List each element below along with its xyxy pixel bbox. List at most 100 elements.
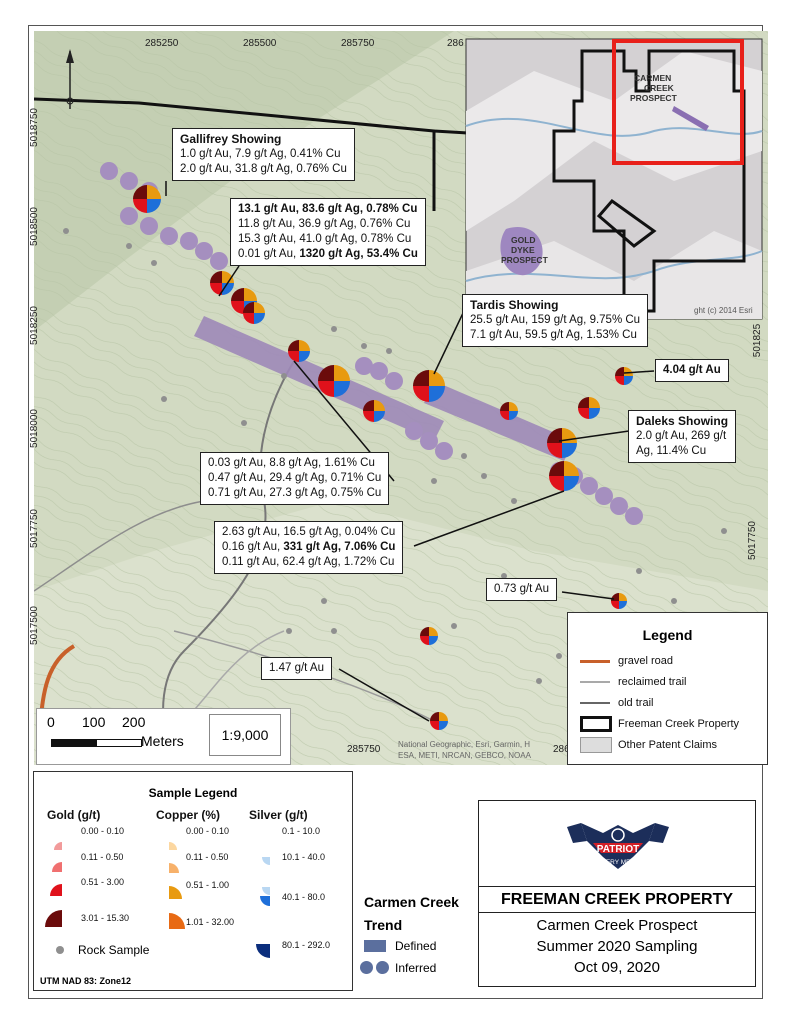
coord-bottom-2: 286 <box>553 744 570 755</box>
copper-range: 0.11 - 0.50 <box>186 852 229 862</box>
sample-wedge <box>374 400 385 411</box>
property-title: FREEMAN CREEK PROPERTY <box>479 886 755 913</box>
sample-wedge <box>254 313 265 324</box>
callout-line: 15.3 g/t Au, 41.0 g/t Ag, 0.78% Cu <box>238 233 412 245</box>
mid-callout: 13.1 g/t Au, 83.6 g/t Ag, 0.78% Cu 11.8 … <box>230 198 426 266</box>
inset-map: CARMEN CREEK PROSPECT GOLD DYKE PROSPECT… <box>465 38 763 320</box>
silver-range: 10.1 - 40.0 <box>282 852 326 862</box>
legend-label: gravel road <box>618 655 674 667</box>
rock-sample-dot <box>281 373 287 379</box>
sample-wedge <box>222 271 234 283</box>
sample-wedge <box>133 199 147 213</box>
inferred-trend-dot <box>385 372 403 390</box>
sample-wedge <box>500 402 509 411</box>
sample-wedge <box>210 271 222 283</box>
svg-text:PROSPECT: PROSPECT <box>630 93 678 103</box>
coord-left-2: 5018500 <box>28 207 40 246</box>
inferred-trend-dot <box>580 477 598 495</box>
coord-right-2: 5017750 <box>746 521 758 560</box>
sample-wedge <box>509 402 518 411</box>
sample-wedge <box>547 443 562 458</box>
legend-item-freeman: Freeman Creek Property <box>580 716 739 732</box>
coord-left-5: 5017750 <box>28 509 40 548</box>
callout-text-bold: 1320 g/t Ag, 53.4% Cu <box>299 248 418 260</box>
silver-head: Silver (g/t) <box>249 808 308 822</box>
sample-wedge <box>420 627 429 636</box>
scale-ratio: 1:9,000 <box>209 714 281 756</box>
rock-sample-dot <box>556 653 562 659</box>
gold-range: 0.00 - 0.10 <box>81 826 125 836</box>
sample-wedge <box>564 476 579 491</box>
rock-sample-dot <box>511 498 517 504</box>
rock-sample-dot <box>636 568 642 574</box>
callout-title: Gallifrey Showing <box>180 132 282 146</box>
rock-sample-dot <box>126 243 132 249</box>
rock-sample-label: Rock Sample <box>78 943 150 957</box>
legend-label: reclaimed trail <box>618 676 687 688</box>
callout-line: 11.8 g/t Au, 36.9 g/t Ag, 0.76% Cu <box>238 218 411 230</box>
legend-item-old-trail: old trail <box>580 697 653 709</box>
inset-carmen-label: CARMEN <box>634 73 671 83</box>
coord-top-2: 285500 <box>243 38 277 49</box>
lowmid-callout: 0.03 g/t Au, 8.8 g/t Ag, 1.61% Cu 0.47 g… <box>200 452 390 505</box>
svg-text:CREEK: CREEK <box>644 83 675 93</box>
trend-inferred-label: Inferred <box>395 961 437 975</box>
inferred-trend-dot <box>435 442 453 460</box>
callout-text: 0.16 g/t Au, <box>222 541 284 553</box>
gallifrey-callout: Gallifrey Showing 1.0 g/t Au, 7.9 g/t Ag… <box>172 128 355 181</box>
sample-wedge <box>619 601 627 609</box>
sample-wedge <box>288 340 299 351</box>
inset-copyright: ght (c) 2014 Esri <box>694 306 753 315</box>
sample-wedge <box>413 370 429 386</box>
tardis-callout: Tardis Showing 25.5 g/t Au, 159 g/t Ag, … <box>462 294 649 347</box>
inferred-trend-dot <box>595 487 613 505</box>
attribution-text: National Geographic, Esri, Garmin, H <box>398 740 530 749</box>
inferred-trend-dot <box>100 162 118 180</box>
sample-wedge <box>254 302 265 313</box>
sample-wedge <box>334 365 350 381</box>
coord-left-1: 5018750 <box>28 108 40 147</box>
sample-wedge <box>578 408 589 419</box>
inferred-trend-dot <box>210 252 228 270</box>
copper-range: 0.00 - 0.10 <box>186 826 230 836</box>
sample-wedge <box>549 461 564 476</box>
legend-item-reclaimed-trail: reclaimed trail <box>580 676 686 688</box>
rock-sample-dot <box>63 228 69 234</box>
rock-sample-dot <box>361 343 367 349</box>
daleks-callout: Daleks Showing 2.0 g/t Au, 269 g/t Ag, 1… <box>628 410 737 463</box>
map-legend: Legend gravel road reclaimed trail old t… <box>567 612 768 765</box>
inferred-swatch-1 <box>360 961 373 974</box>
scale-label: 200 <box>122 714 146 730</box>
svg-text:PROSPECT: PROSPECT <box>501 255 549 265</box>
sample-wedge <box>549 476 564 491</box>
callout-line: 0.03 g/t Au, 8.8 g/t Ag, 1.61% Cu <box>208 457 375 469</box>
copper-range: 1.01 - 32.00 <box>186 917 235 927</box>
sample-wedge <box>299 340 310 351</box>
topographic-map: CARMEN CREEK PROSPECT GOLD DYKE PROSPECT… <box>34 31 768 765</box>
defined-swatch <box>364 940 386 952</box>
callout-line: 0.47 g/t Au, 29.4 g/t Ag, 0.71% Cu <box>208 472 382 484</box>
scale-unit: Meters <box>141 733 184 749</box>
scale-bar-panel: 0 100 200 Meters 1:9,000 <box>36 708 291 765</box>
callout-title: Daleks Showing <box>636 414 729 428</box>
callout-line: 13.1 g/t Au, 83.6 g/t Ag, 0.78% Cu <box>238 203 418 215</box>
sample-wedge <box>500 411 509 420</box>
sample-wedge <box>210 283 222 295</box>
inferred-trend-dot <box>120 172 138 190</box>
inferred-trend-dot <box>120 207 138 225</box>
sample-wedge <box>299 351 310 362</box>
inferred-swatch-2 <box>376 961 389 974</box>
sample-wedge <box>244 288 257 301</box>
scale-bar-black <box>51 739 97 747</box>
au-147-callout: 1.47 g/t Au <box>261 657 332 680</box>
sample-wedge <box>624 367 633 376</box>
legend-item-gravel-road: gravel road <box>580 655 673 667</box>
sample-legend-symbols <box>45 842 270 958</box>
callout-title: Tardis Showing <box>470 298 559 312</box>
inferred-trend-dot <box>355 357 373 375</box>
sample-wedge <box>615 367 624 376</box>
trend-title-2: Trend <box>364 917 403 933</box>
callout-line: 0.71 g/t Au, 27.3 g/t Ag, 0.75% Cu <box>208 487 382 499</box>
coord-left-3: 5018250 <box>28 306 40 345</box>
coord-top-1: 285250 <box>145 38 179 49</box>
